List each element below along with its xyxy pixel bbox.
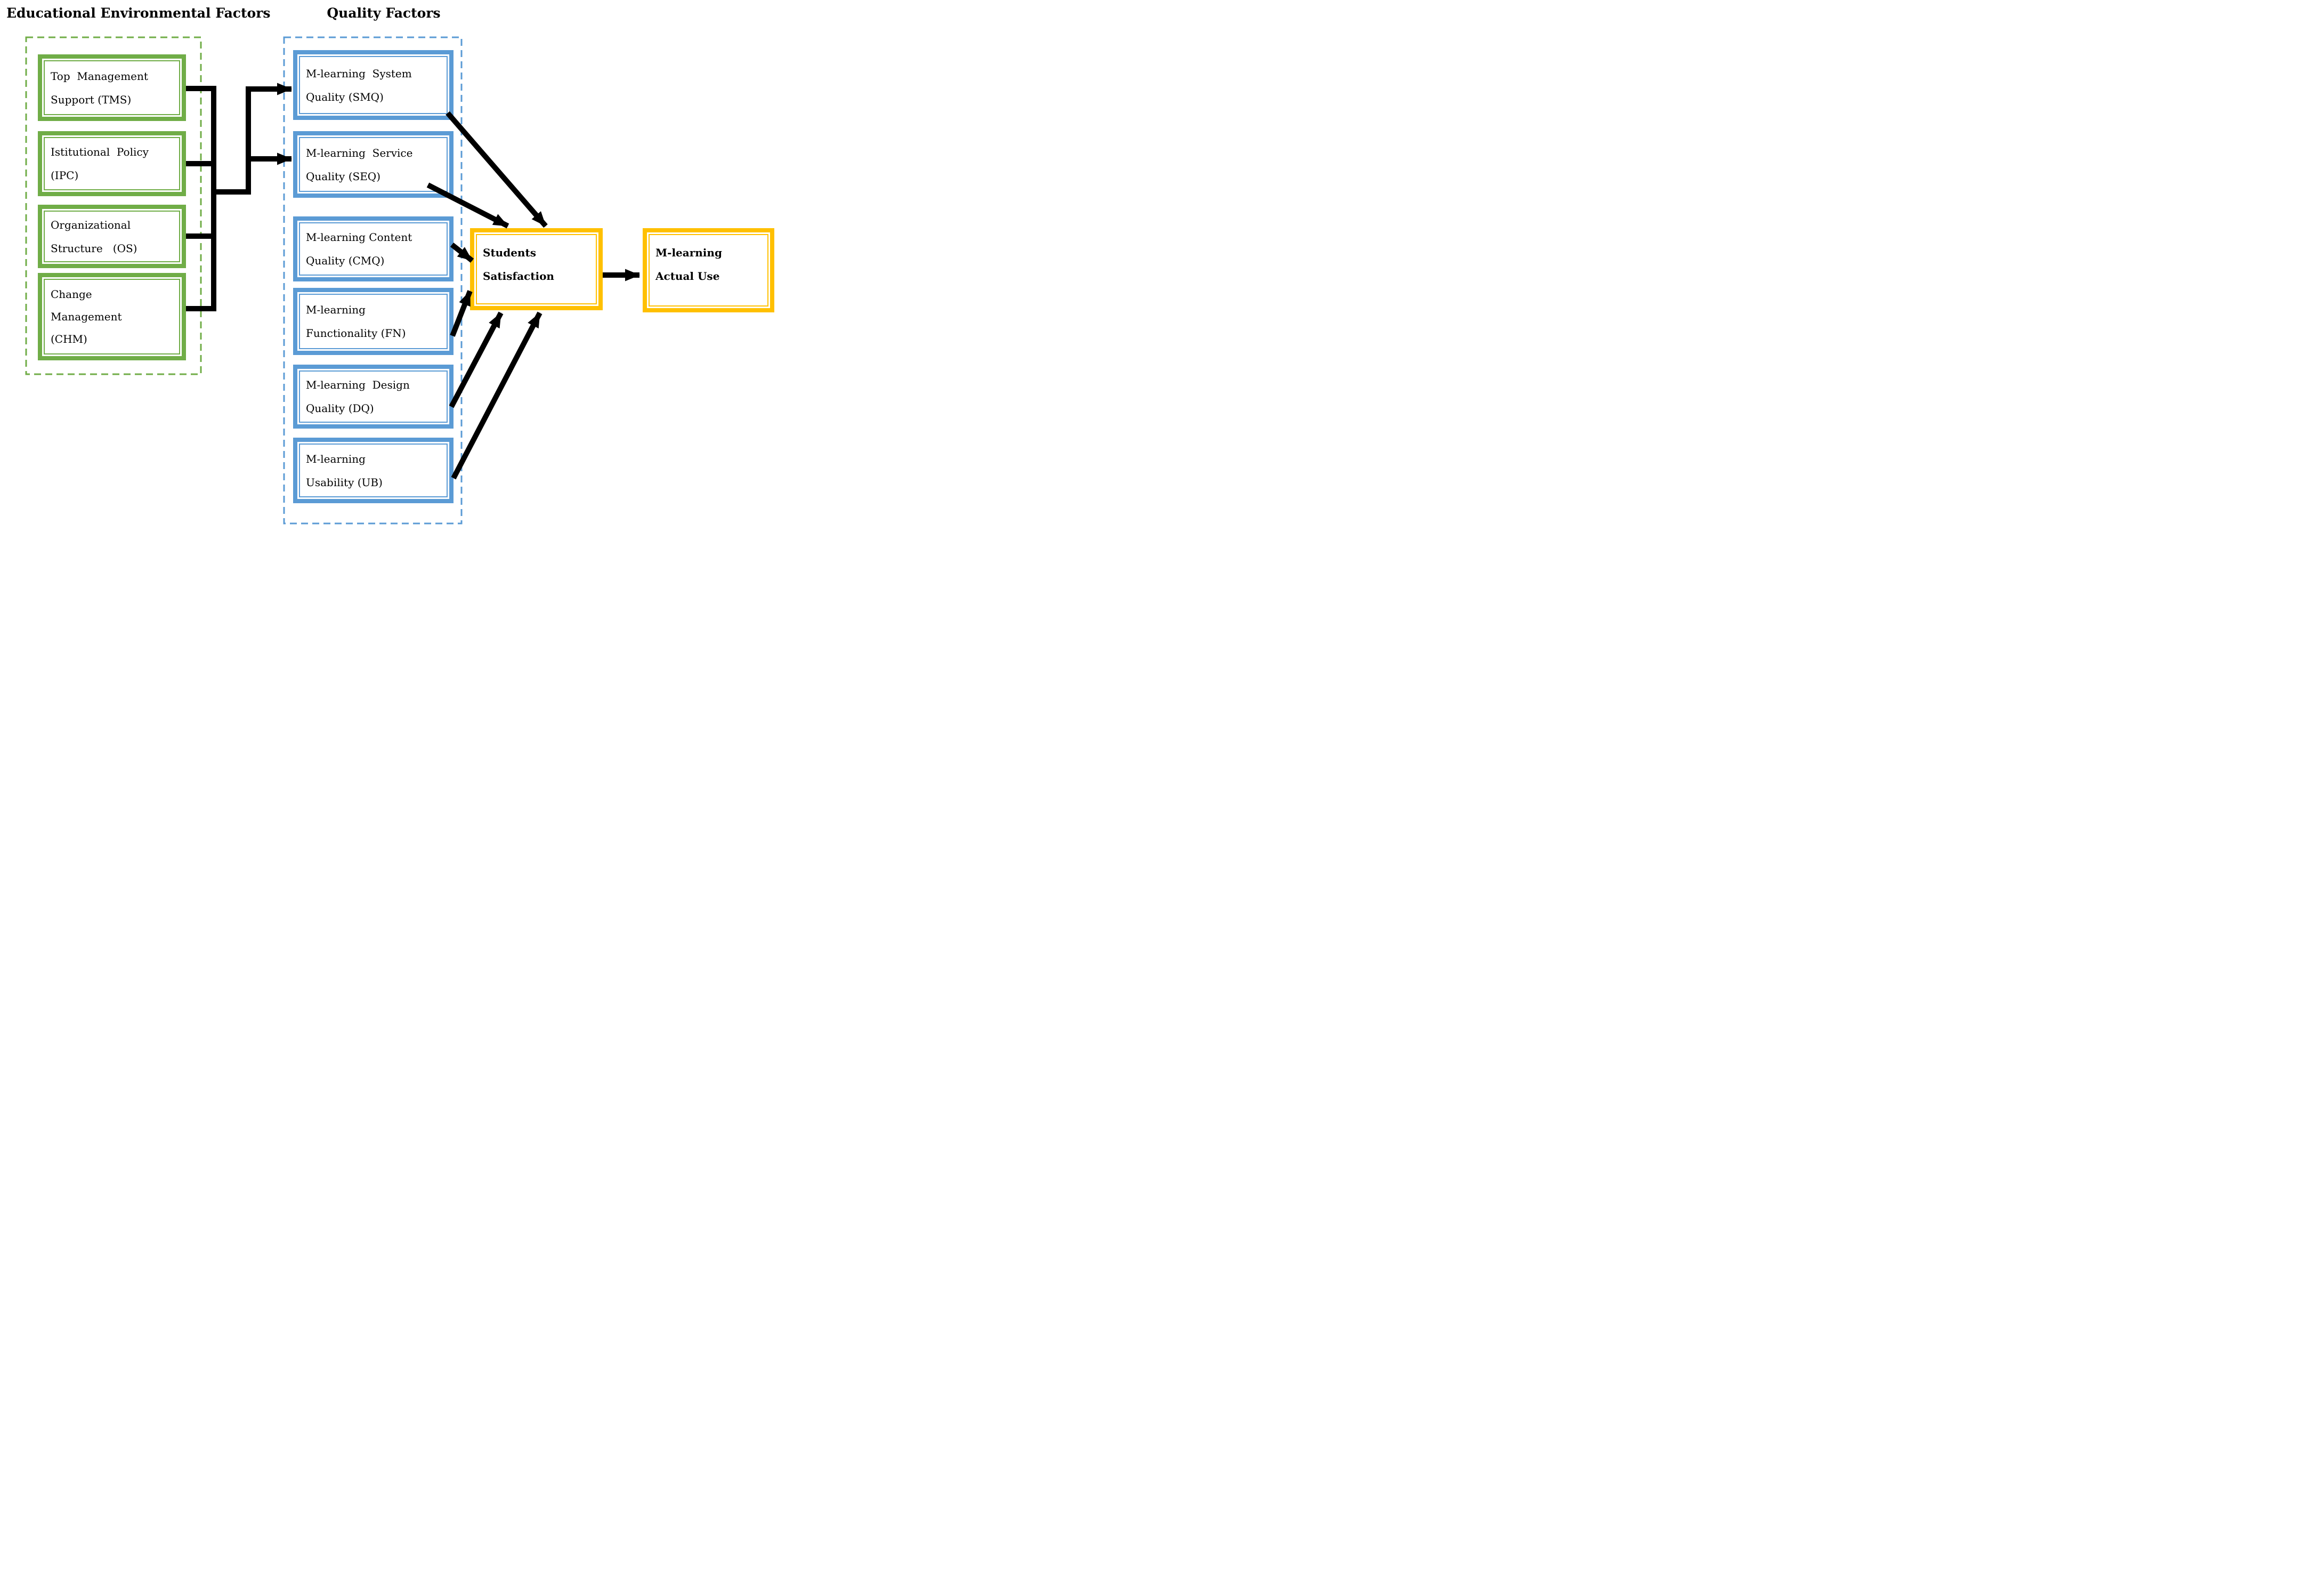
box-students-satisfaction: Students Satisfaction bbox=[470, 228, 603, 310]
box-organizational-structure: Organizational Structure (OS) bbox=[38, 205, 186, 268]
box-design-quality: M-learning Design Quality (DQ) bbox=[293, 365, 454, 429]
arrow-fn-to-satisfaction bbox=[450, 290, 473, 337]
arrow-smq-to-satisfaction bbox=[446, 111, 548, 228]
box-system-quality: M-learning System Quality (SMQ) bbox=[293, 50, 454, 120]
box-usability: M-learning Usability (UB) bbox=[293, 438, 454, 503]
arrow-dq-to-satisfaction bbox=[449, 311, 504, 408]
diagram-canvas: Educational Environmental Factors Qualit… bbox=[0, 0, 775, 527]
environmental-group-title: Educational Environmental Factors bbox=[6, 5, 271, 21]
box-top-management-support: Top Management Support (TMS) bbox=[38, 54, 186, 121]
arrow-ub-to-satisfaction bbox=[451, 311, 542, 480]
arrow-cmq-to-satisfaction bbox=[450, 243, 474, 263]
box-content-quality: M-learning Content Quality (CMQ) bbox=[293, 216, 454, 281]
box-change-management: Change Management (CHM) bbox=[38, 273, 186, 360]
box-institutional-policy: Istitutional Policy (IPC) bbox=[38, 131, 186, 196]
box-functionality: M-learning Functionality (FN) bbox=[293, 288, 454, 355]
quality-group-title: Quality Factors bbox=[327, 5, 441, 21]
box-actual-use: M-learning Actual Use bbox=[643, 228, 774, 312]
box-service-quality: M-learning Service Quality (SEQ) bbox=[293, 131, 454, 198]
